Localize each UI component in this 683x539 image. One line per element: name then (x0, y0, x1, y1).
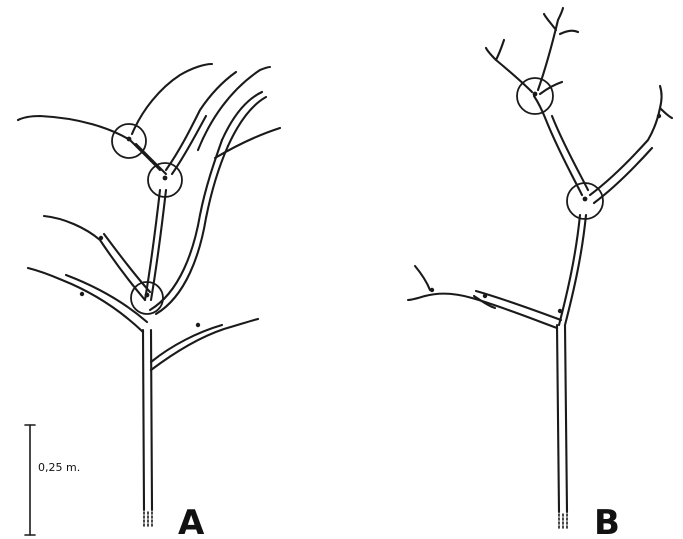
scale-bar-label: 0,25 m. (38, 461, 80, 474)
panel-b-bud-marks (430, 92, 661, 314)
panel-b-trunk (557, 325, 567, 512)
panel-a-upper-right (166, 72, 236, 174)
panel-b-branch-left (425, 291, 561, 328)
scale-bar: 0,25 m. (25, 425, 80, 535)
panel-a-tree (18, 64, 280, 528)
panel-b-branch-right (590, 108, 660, 203)
panel-b-left-twig-2 (415, 266, 430, 290)
panel-a-trunk-cut (144, 512, 152, 528)
panel-a-trunk (143, 330, 152, 510)
panel-a-branch-left-low (28, 268, 147, 332)
panel-a-right-twig-3 (198, 67, 270, 150)
panel-a-branch-lower-right (151, 319, 258, 370)
panel-b-right-twig (660, 86, 672, 118)
panel-b-tree (408, 8, 672, 528)
panel-b-top-twig-left (486, 40, 532, 92)
panel-a-right-twig-1 (222, 92, 266, 146)
panel-b-trunk-cut (559, 514, 567, 528)
panel-a-top-up (132, 64, 212, 134)
panel-b-label: B (594, 503, 620, 539)
panel-b-stem-upper (559, 215, 586, 325)
panel-b-branch-upper-left (534, 96, 588, 195)
panel-b-top-twig-up (538, 8, 578, 90)
panel-a-label: A (178, 503, 205, 539)
panel-b-left-twig-1 (408, 296, 425, 300)
